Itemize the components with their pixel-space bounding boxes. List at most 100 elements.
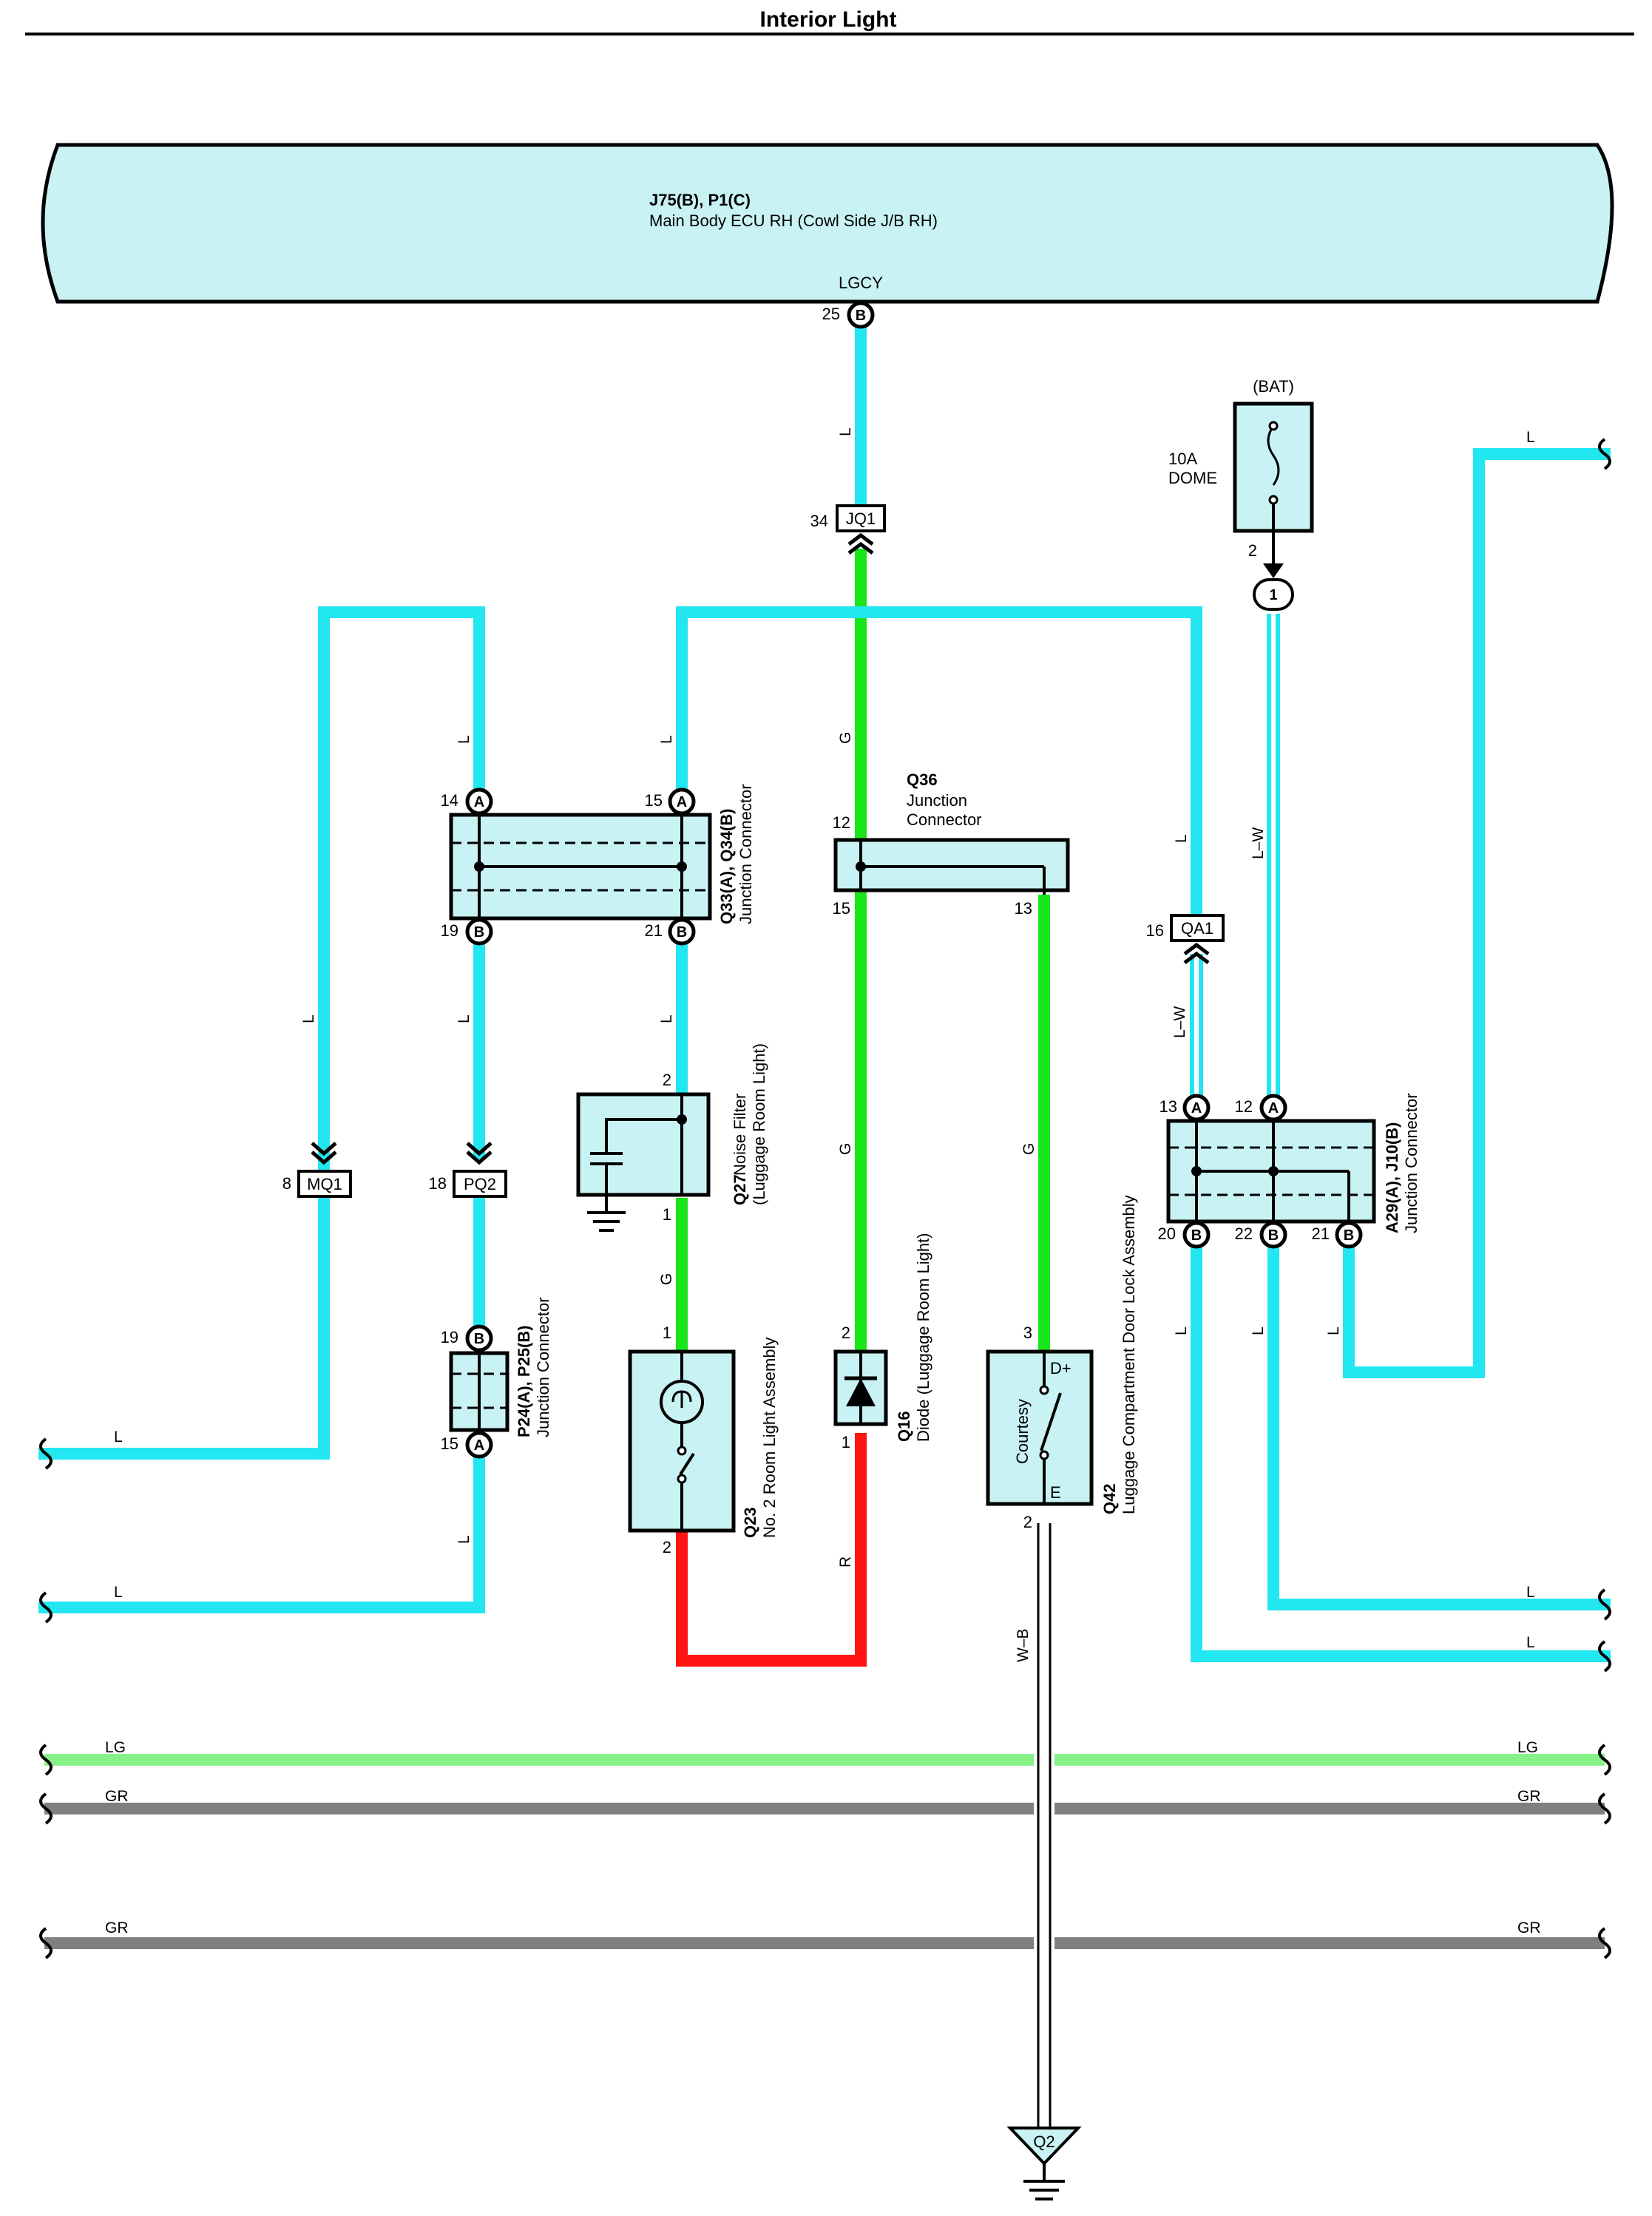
svg-text:2: 2: [663, 1538, 671, 1556]
svg-text:21: 21: [645, 921, 663, 940]
svg-text:Q2: Q2: [1033, 2132, 1054, 2151]
svg-text:15: 15: [645, 791, 663, 810]
svg-text:Q23: Q23: [741, 1507, 759, 1538]
q27-noise-filter: 2 1 Q27 Noise Filter (Luggage Room Light…: [576, 1043, 768, 1232]
ground-q2: Q2: [1006, 2127, 1082, 2200]
svg-text:L: L: [837, 427, 854, 436]
wire-a29-21: [1343, 448, 1611, 1378]
svg-text:13: 13: [1160, 1097, 1177, 1116]
svg-text:B: B: [677, 924, 687, 941]
svg-text:G: G: [658, 1273, 675, 1285]
svg-text:PQ2: PQ2: [464, 1175, 496, 1193]
svg-text:QA1: QA1: [1181, 919, 1213, 938]
svg-text:L: L: [1325, 1326, 1342, 1335]
svg-text:15: 15: [441, 1434, 458, 1453]
svg-text:L: L: [1526, 429, 1535, 446]
wire-a29-22: [1267, 1239, 1611, 1610]
svg-text:GR: GR: [1517, 1919, 1541, 1937]
q33-id: Q33(A), Q34(B): [717, 809, 736, 924]
svg-text:Q36: Q36: [907, 770, 938, 789]
svg-text:B: B: [474, 1331, 484, 1347]
ecu-name: Main Body ECU RH (Cowl Side J/B RH): [649, 211, 938, 230]
svg-text:No. 2 Room Light Assembly: No. 2 Room Light Assembly: [760, 1338, 779, 1538]
wire-q23-q16: [676, 1433, 867, 1667]
svg-text:19: 19: [441, 1328, 458, 1346]
break-marks: [39, 438, 1611, 1959]
svg-text:14: 14: [441, 791, 458, 810]
wire-top-loop: [676, 606, 1202, 915]
svg-text:L: L: [114, 1429, 123, 1446]
wire-labels: L G L L L L–W L L L L–W G G G L L L L R …: [105, 427, 1541, 1937]
svg-text:L: L: [456, 1014, 473, 1023]
svg-text:G: G: [837, 1143, 854, 1155]
q36-junction-connector: Q36 Junction Connector 12 15 13: [833, 770, 1070, 918]
svg-text:Noise Filter: Noise Filter: [731, 1094, 749, 1176]
svg-text:18: 18: [429, 1174, 447, 1193]
svg-text:L: L: [1173, 834, 1190, 843]
q23-room-light-assembly: 1 2 Q23 No. 2 Room Light Assembly: [628, 1324, 779, 1556]
svg-text:L–W: L–W: [1250, 827, 1267, 859]
svg-text:19: 19: [441, 921, 458, 940]
svg-text:Junction: Junction: [907, 791, 967, 810]
q33-junction-connector: 14 A 15 A 19 B 21 B Q33(A), Q34(B) Junct…: [441, 784, 755, 946]
svg-text:22: 22: [1235, 1224, 1253, 1243]
svg-text:G: G: [1020, 1143, 1037, 1155]
svg-text:B: B: [1344, 1227, 1354, 1244]
svg-text:1: 1: [663, 1205, 671, 1224]
svg-text:L–W: L–W: [1171, 1006, 1188, 1038]
ecu-terminal: LGCY: [839, 274, 883, 292]
svg-text:Junction Connector: Junction Connector: [1402, 1093, 1421, 1233]
svg-text:Q16: Q16: [895, 1411, 913, 1442]
svg-text:B: B: [474, 924, 484, 941]
svg-text:12: 12: [1235, 1097, 1253, 1116]
svg-text:LG: LG: [1517, 1739, 1538, 1756]
fuse-source: (BAT): [1253, 377, 1294, 396]
svg-text:Connector: Connector: [907, 810, 982, 829]
svg-text:20: 20: [1158, 1224, 1176, 1243]
svg-text:21: 21: [1312, 1224, 1330, 1243]
svg-text:D+: D+: [1050, 1359, 1072, 1378]
q42-door-lock-assembly: 3 D+ E Courtesy 2 Q42 Luggage Compartmen…: [986, 1195, 1138, 1531]
svg-text:GR: GR: [105, 1788, 129, 1805]
svg-text:R: R: [837, 1556, 854, 1568]
svg-text:LG: LG: [105, 1739, 126, 1756]
svg-text:34: 34: [810, 512, 828, 530]
fuse-rating: 10A: [1168, 450, 1197, 468]
svg-text:B: B: [1268, 1227, 1279, 1244]
q16-diode: 2 1 Q16 Diode (Luggage Room Light): [833, 1233, 932, 1451]
q33-name: Junction Connector: [737, 784, 755, 924]
svg-text:A: A: [474, 794, 484, 810]
svg-text:L: L: [456, 1535, 473, 1544]
svg-text:12: 12: [833, 813, 850, 832]
svg-text:W–B: W–B: [1015, 1628, 1032, 1662]
svg-text:3: 3: [1023, 1324, 1032, 1342]
svg-text:E: E: [1050, 1483, 1061, 1502]
svg-text:L: L: [114, 1584, 123, 1601]
svg-text:GR: GR: [1517, 1788, 1541, 1805]
ecu-pin: 25: [822, 305, 840, 323]
svg-text:B: B: [1191, 1227, 1202, 1244]
svg-text:Courtesy: Courtesy: [1013, 1399, 1032, 1464]
svg-text:A: A: [1191, 1100, 1202, 1117]
svg-text:A: A: [474, 1437, 484, 1454]
wire-p24-out: [38, 1439, 485, 1613]
svg-text:2: 2: [842, 1324, 850, 1342]
svg-text:1: 1: [842, 1433, 850, 1451]
svg-text:13: 13: [1015, 899, 1032, 918]
svg-text:L: L: [1250, 1326, 1267, 1335]
svg-text:A: A: [677, 794, 687, 810]
svg-text:L: L: [658, 735, 675, 744]
svg-text:16: 16: [1146, 921, 1164, 940]
a29-junction-connector: 13 A 12 A 20 B 22 B 21 B A29(A), J10(B) …: [1158, 1093, 1421, 1249]
svg-text:8: 8: [282, 1174, 291, 1193]
fuse-pin: 2: [1248, 541, 1257, 560]
ecu-id: J75(B), P1(C): [649, 191, 751, 209]
svg-text:Q27: Q27: [731, 1174, 749, 1205]
svg-text:2: 2: [663, 1071, 671, 1089]
svg-text:Q42: Q42: [1100, 1483, 1119, 1514]
svg-text:GR: GR: [105, 1919, 129, 1937]
svg-text:L: L: [1526, 1634, 1535, 1651]
svg-text:Luggage Compartment Door Lock: Luggage Compartment Door Lock Assembly: [1120, 1195, 1138, 1514]
connector-jq1: 34 JQ1: [810, 504, 886, 555]
